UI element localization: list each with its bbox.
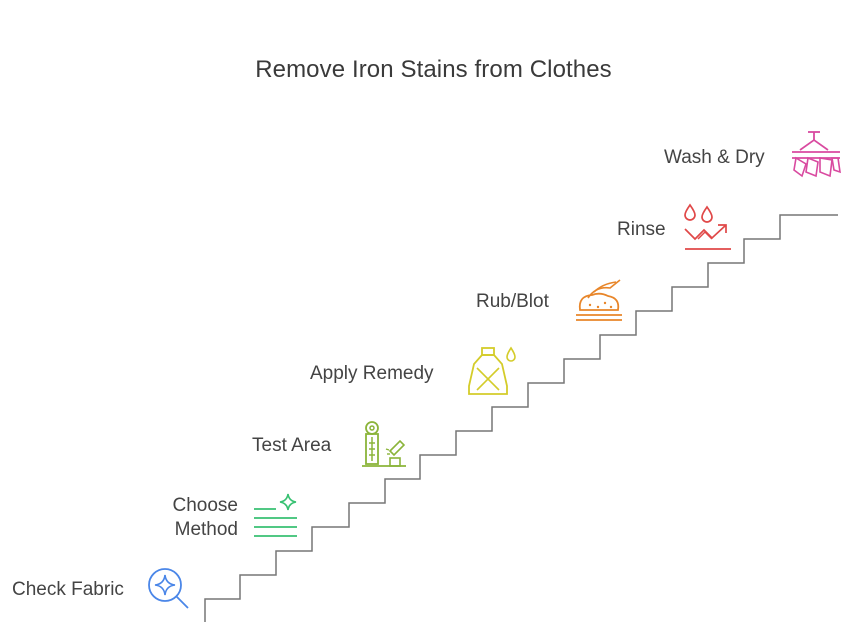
step-label-apply-remedy: Apply Remedy bbox=[310, 363, 434, 384]
step-label-wash-dry: Wash & Dry bbox=[664, 147, 765, 168]
step-label-rinse: Rinse bbox=[617, 219, 666, 240]
step-label-choose-method-line1: Choose bbox=[172, 495, 239, 516]
staircase-line bbox=[204, 214, 838, 622]
clothesline-icon bbox=[792, 131, 841, 178]
test-tube-icon bbox=[362, 421, 406, 467]
magnifier-sparkle-icon bbox=[148, 568, 189, 609]
diagram-title: Remove Iron Stains from Clothes bbox=[255, 56, 612, 83]
bottle-drop-icon bbox=[468, 346, 516, 395]
step-label-test-area: Test Area bbox=[252, 435, 332, 456]
hand-rub-icon bbox=[576, 279, 622, 321]
water-drops-icon bbox=[684, 203, 731, 250]
list-sparkle-icon bbox=[254, 493, 297, 537]
step-label-check-fabric: Check Fabric bbox=[12, 579, 124, 600]
step-label-choose-method-line2: Method bbox=[174, 519, 238, 540]
step-label-rub-blot: Rub/Blot bbox=[476, 291, 549, 312]
